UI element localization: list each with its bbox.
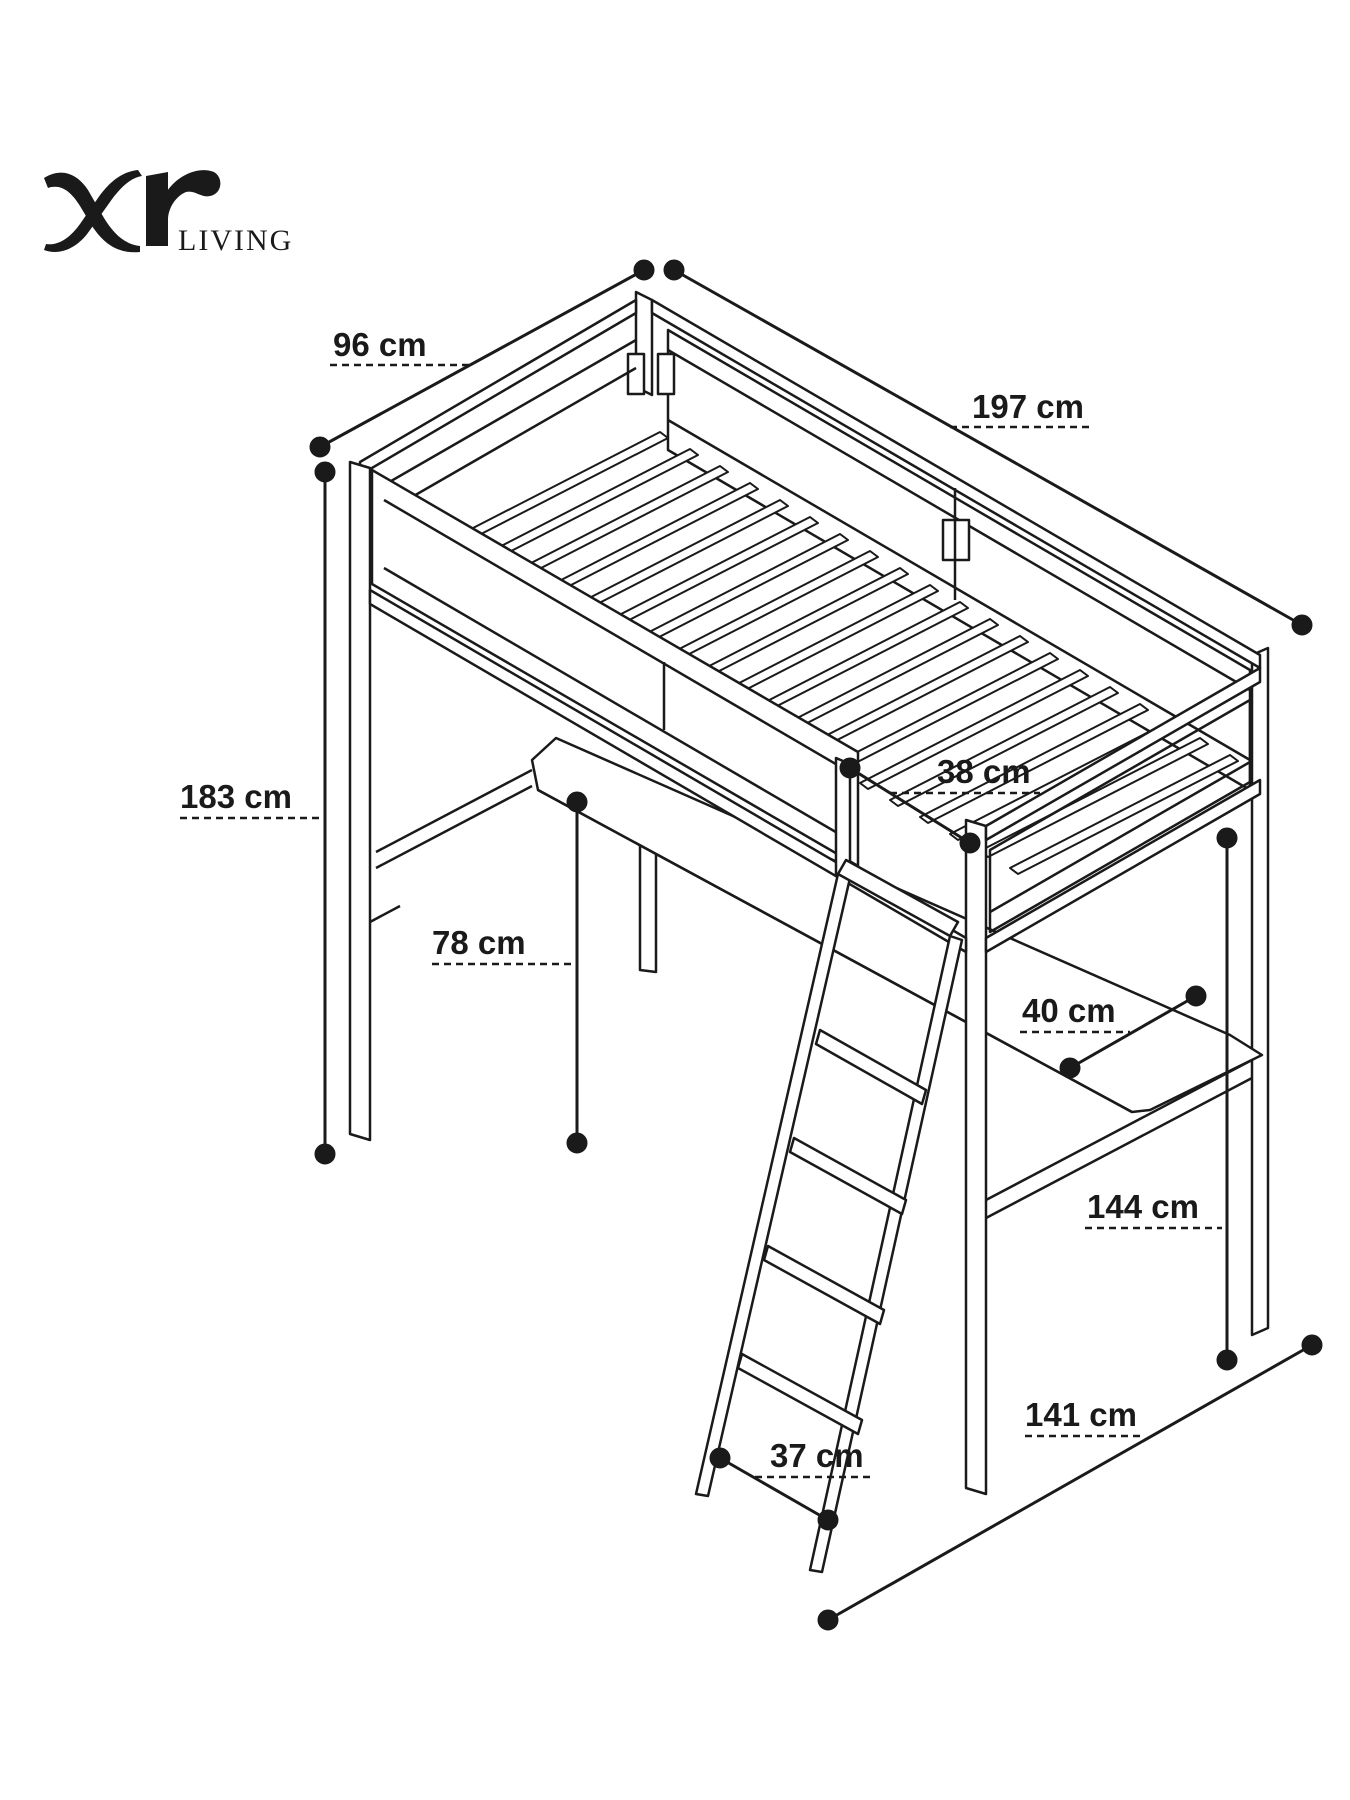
ladder-rung	[788, 1136, 908, 1216]
dim-label-total-height: 183 cm	[180, 778, 292, 815]
dim-dot	[314, 1143, 336, 1165]
dim-label-desk-depth: 40 cm	[1022, 992, 1116, 1029]
dim-label-footprint-width: 141 cm	[1025, 1396, 1137, 1433]
post-front-right	[964, 818, 988, 1496]
dim-line-footprint-width	[827, 1343, 1313, 1622]
dim-line-length	[673, 268, 1303, 627]
dim-dot	[566, 1132, 588, 1154]
dim-dot	[566, 791, 588, 813]
ladder-rung	[814, 1028, 928, 1106]
post-front-left	[348, 460, 372, 1142]
dim-dot	[309, 436, 331, 458]
dim-dot	[839, 757, 861, 779]
dim-dot	[1291, 614, 1313, 636]
dim-dot	[1216, 827, 1238, 849]
dim-dot	[959, 832, 981, 854]
ladder-rung	[762, 1244, 886, 1326]
brand-word: LIVING	[178, 224, 293, 257]
dim-dot	[817, 1509, 839, 1531]
brand-logo: LIVING	[44, 170, 293, 257]
dim-dot	[1059, 1057, 1081, 1079]
dim-label-ladder-width: 37 cm	[770, 1437, 864, 1474]
rail-foot	[984, 666, 1262, 842]
ladder	[694, 858, 964, 1574]
dim-label-length: 197 cm	[972, 388, 1084, 425]
dim-line-width-top	[319, 268, 645, 449]
dim-line-desk-depth	[1069, 994, 1197, 1070]
rail-front-lower	[368, 588, 968, 954]
dim-label-underside-height: 144 cm	[1087, 1188, 1199, 1225]
dim-label-width-top: 96 cm	[333, 326, 427, 363]
ladder-rung	[736, 1352, 864, 1436]
dim-line-guard-gap	[849, 766, 971, 845]
hinge-plate	[626, 352, 646, 396]
dim-line-ladder-width	[719, 1456, 829, 1522]
loft-bed-drawing	[348, 290, 1270, 1574]
rail-foot-lower	[984, 778, 1262, 954]
guard-foot	[988, 698, 1252, 934]
dim-label-desk-height: 78 cm	[432, 924, 526, 961]
dim-label-guardrail-opening: 38 cm	[937, 753, 1031, 790]
dim-dot	[709, 1447, 731, 1469]
dim-dot	[314, 461, 336, 483]
dim-dot	[1185, 985, 1207, 1007]
bed-slats	[439, 431, 1239, 875]
dim-dot	[1301, 1334, 1323, 1356]
dimension-lines	[180, 259, 1323, 1631]
dim-dot	[633, 259, 655, 281]
dimension-labels: 96 cm 197 cm 183 cm 78 cm 38 cm 40 cm 14…	[180, 326, 1199, 1474]
ladder-hook	[836, 858, 960, 938]
brand-mark	[44, 170, 221, 253]
hinge-plate	[656, 352, 676, 396]
dim-dot	[1216, 1349, 1238, 1371]
dim-dot	[663, 259, 685, 281]
dim-dot	[817, 1609, 839, 1631]
post-back-right	[1250, 646, 1270, 1337]
